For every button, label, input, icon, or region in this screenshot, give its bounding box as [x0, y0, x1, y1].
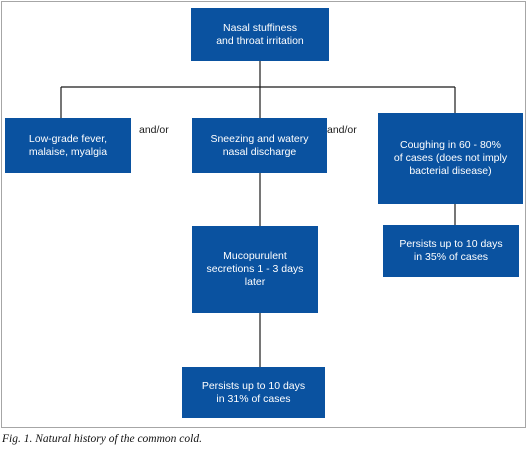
node-persist35: Persists up to 10 days in 35% of cases — [383, 225, 519, 277]
conjunction-and-or-2: and/or — [327, 124, 357, 136]
node-sneezing: Sneezing and watery nasal discharge — [192, 118, 327, 173]
figure-caption: Fig. 1. Natural history of the common co… — [2, 433, 202, 445]
node-persist31: Persists up to 10 days in 31% of cases — [182, 367, 325, 418]
node-coughing: Coughing in 60 - 80% of cases (does not … — [378, 113, 523, 204]
conjunction-and-or-1: and/or — [139, 124, 169, 136]
node-root: Nasal stuffiness and throat irritation — [191, 8, 329, 61]
figure-frame — [1, 1, 526, 428]
node-fever: Low-grade fever, malaise, myalgia — [5, 118, 131, 173]
node-mucopurulent: Mucopurulent secretions 1 - 3 days later — [192, 226, 318, 313]
